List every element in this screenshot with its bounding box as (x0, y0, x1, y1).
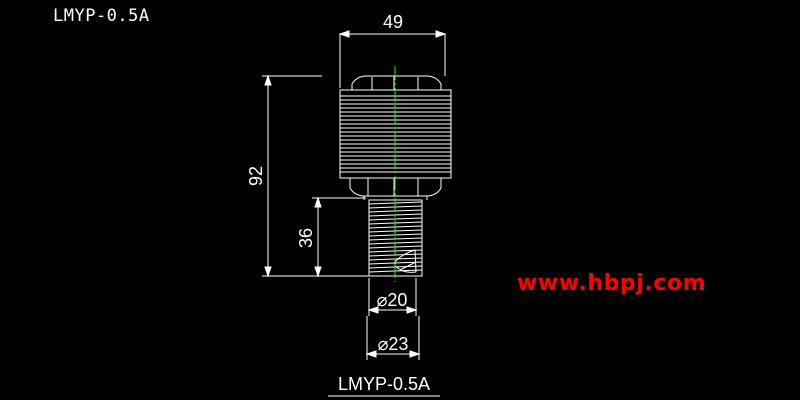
thread-line (368, 217, 423, 221)
dimension-width (338, 30, 447, 88)
dim-total-height-label: 92 (246, 166, 266, 186)
dimension-thread-length (312, 196, 366, 278)
dimension-total-height (262, 74, 370, 278)
dim-outer-diameter-label: ⌀23 (378, 334, 409, 354)
dimension-inner-diameter (367, 278, 418, 316)
dim-width-label: 49 (383, 12, 403, 32)
drawing-caption: LMYP-0.5A (338, 374, 430, 394)
website-watermark: www.hbpj.com (517, 271, 707, 296)
model-title: LMYP-0.5A (53, 6, 150, 26)
dim-inner-diameter-label: ⌀20 (377, 290, 408, 310)
top-hex-nut (351, 75, 442, 91)
dim-thread-length-label: 36 (296, 228, 316, 248)
thread-line (368, 233, 423, 237)
dimension-outer-diameter (365, 316, 421, 360)
